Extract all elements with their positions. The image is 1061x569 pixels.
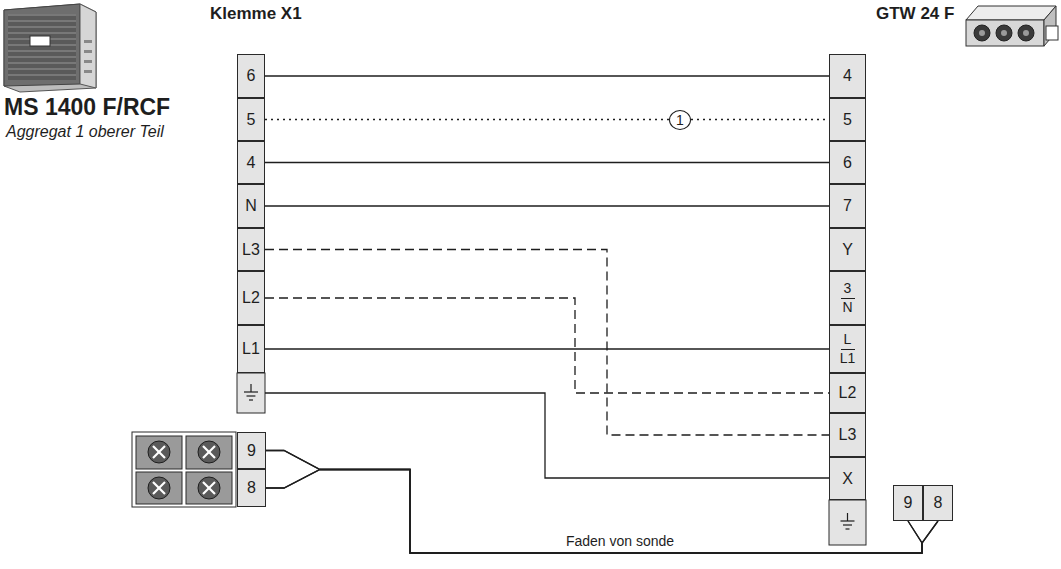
terminal: 4 — [237, 141, 265, 184]
unit-name: GTW 24 F — [876, 4, 954, 24]
terminal-number: 5 — [247, 111, 256, 129]
unit-name: MS 1400 F/RCF — [4, 94, 170, 121]
terminal-number: 7 — [843, 197, 852, 215]
ground-terminal — [237, 373, 866, 545]
terminal-number: 4 — [843, 67, 852, 85]
terminal-number: L3 — [242, 241, 260, 259]
terminal-number: 3 N — [838, 279, 856, 317]
outdoor-unit — [4, 4, 96, 92]
terminal-number: 9 — [904, 494, 913, 512]
terminal: 6 — [237, 54, 265, 98]
terminal-number: 4 — [247, 154, 256, 172]
terminal-number: Y — [842, 241, 853, 259]
terminal: 4 — [829, 54, 866, 98]
terminal: 8 — [923, 485, 953, 521]
terminal-number: 6 — [843, 154, 852, 172]
terminal: N — [237, 184, 265, 228]
terminal: L3 — [237, 228, 265, 271]
terminal-number: X — [842, 470, 853, 488]
terminal: 8 — [237, 469, 266, 507]
wire-label: Faden von sonde — [564, 533, 676, 549]
terminal: L2 — [237, 271, 265, 325]
unit-note: Aggregat 1 oberer Teil — [6, 123, 164, 141]
terminal: L3 — [829, 413, 866, 457]
terminal-number: 5 — [843, 111, 852, 129]
duct-unit — [966, 6, 1058, 46]
unit-name: Klemme X1 — [210, 4, 302, 24]
terminal-number: L2 — [839, 384, 857, 402]
wire — [265, 250, 829, 436]
wire — [266, 451, 938, 554]
terminal-number: N — [245, 197, 257, 215]
wire — [265, 298, 829, 393]
wire — [265, 75, 829, 76]
wire — [265, 119, 829, 120]
terminal-number: 8 — [934, 494, 943, 512]
terminal-number: L3 — [839, 426, 857, 444]
terminal-number: 6 — [247, 67, 256, 85]
wire — [266, 470, 922, 554]
terminal: 7 — [829, 184, 866, 228]
terminal: 9 — [893, 485, 923, 521]
terminal: X — [829, 457, 866, 500]
terminal-number: L2 — [242, 289, 260, 307]
terminal: Y — [829, 228, 866, 271]
fraction-bar — [841, 298, 855, 299]
terminal-number: 9 — [247, 442, 256, 460]
probe-connector — [132, 432, 236, 507]
terminal: 5 — [829, 98, 866, 141]
terminal: L1 — [237, 325, 265, 373]
terminal-number: 8 — [247, 479, 256, 497]
wire — [265, 205, 829, 206]
fraction-bar — [841, 349, 855, 350]
wire — [265, 348, 829, 349]
terminal: 6 — [829, 141, 866, 184]
callout-number: 1 — [669, 110, 691, 130]
wire — [265, 162, 829, 163]
terminal: 3 N — [829, 271, 866, 325]
wire — [266, 451, 922, 554]
terminal: L L1 — [829, 325, 866, 373]
terminal: 9 — [237, 432, 266, 469]
terminal-number: L L1 — [838, 330, 856, 368]
terminal-number: L1 — [242, 340, 260, 358]
terminal: 5 — [237, 98, 265, 141]
terminal: L2 — [829, 373, 866, 413]
